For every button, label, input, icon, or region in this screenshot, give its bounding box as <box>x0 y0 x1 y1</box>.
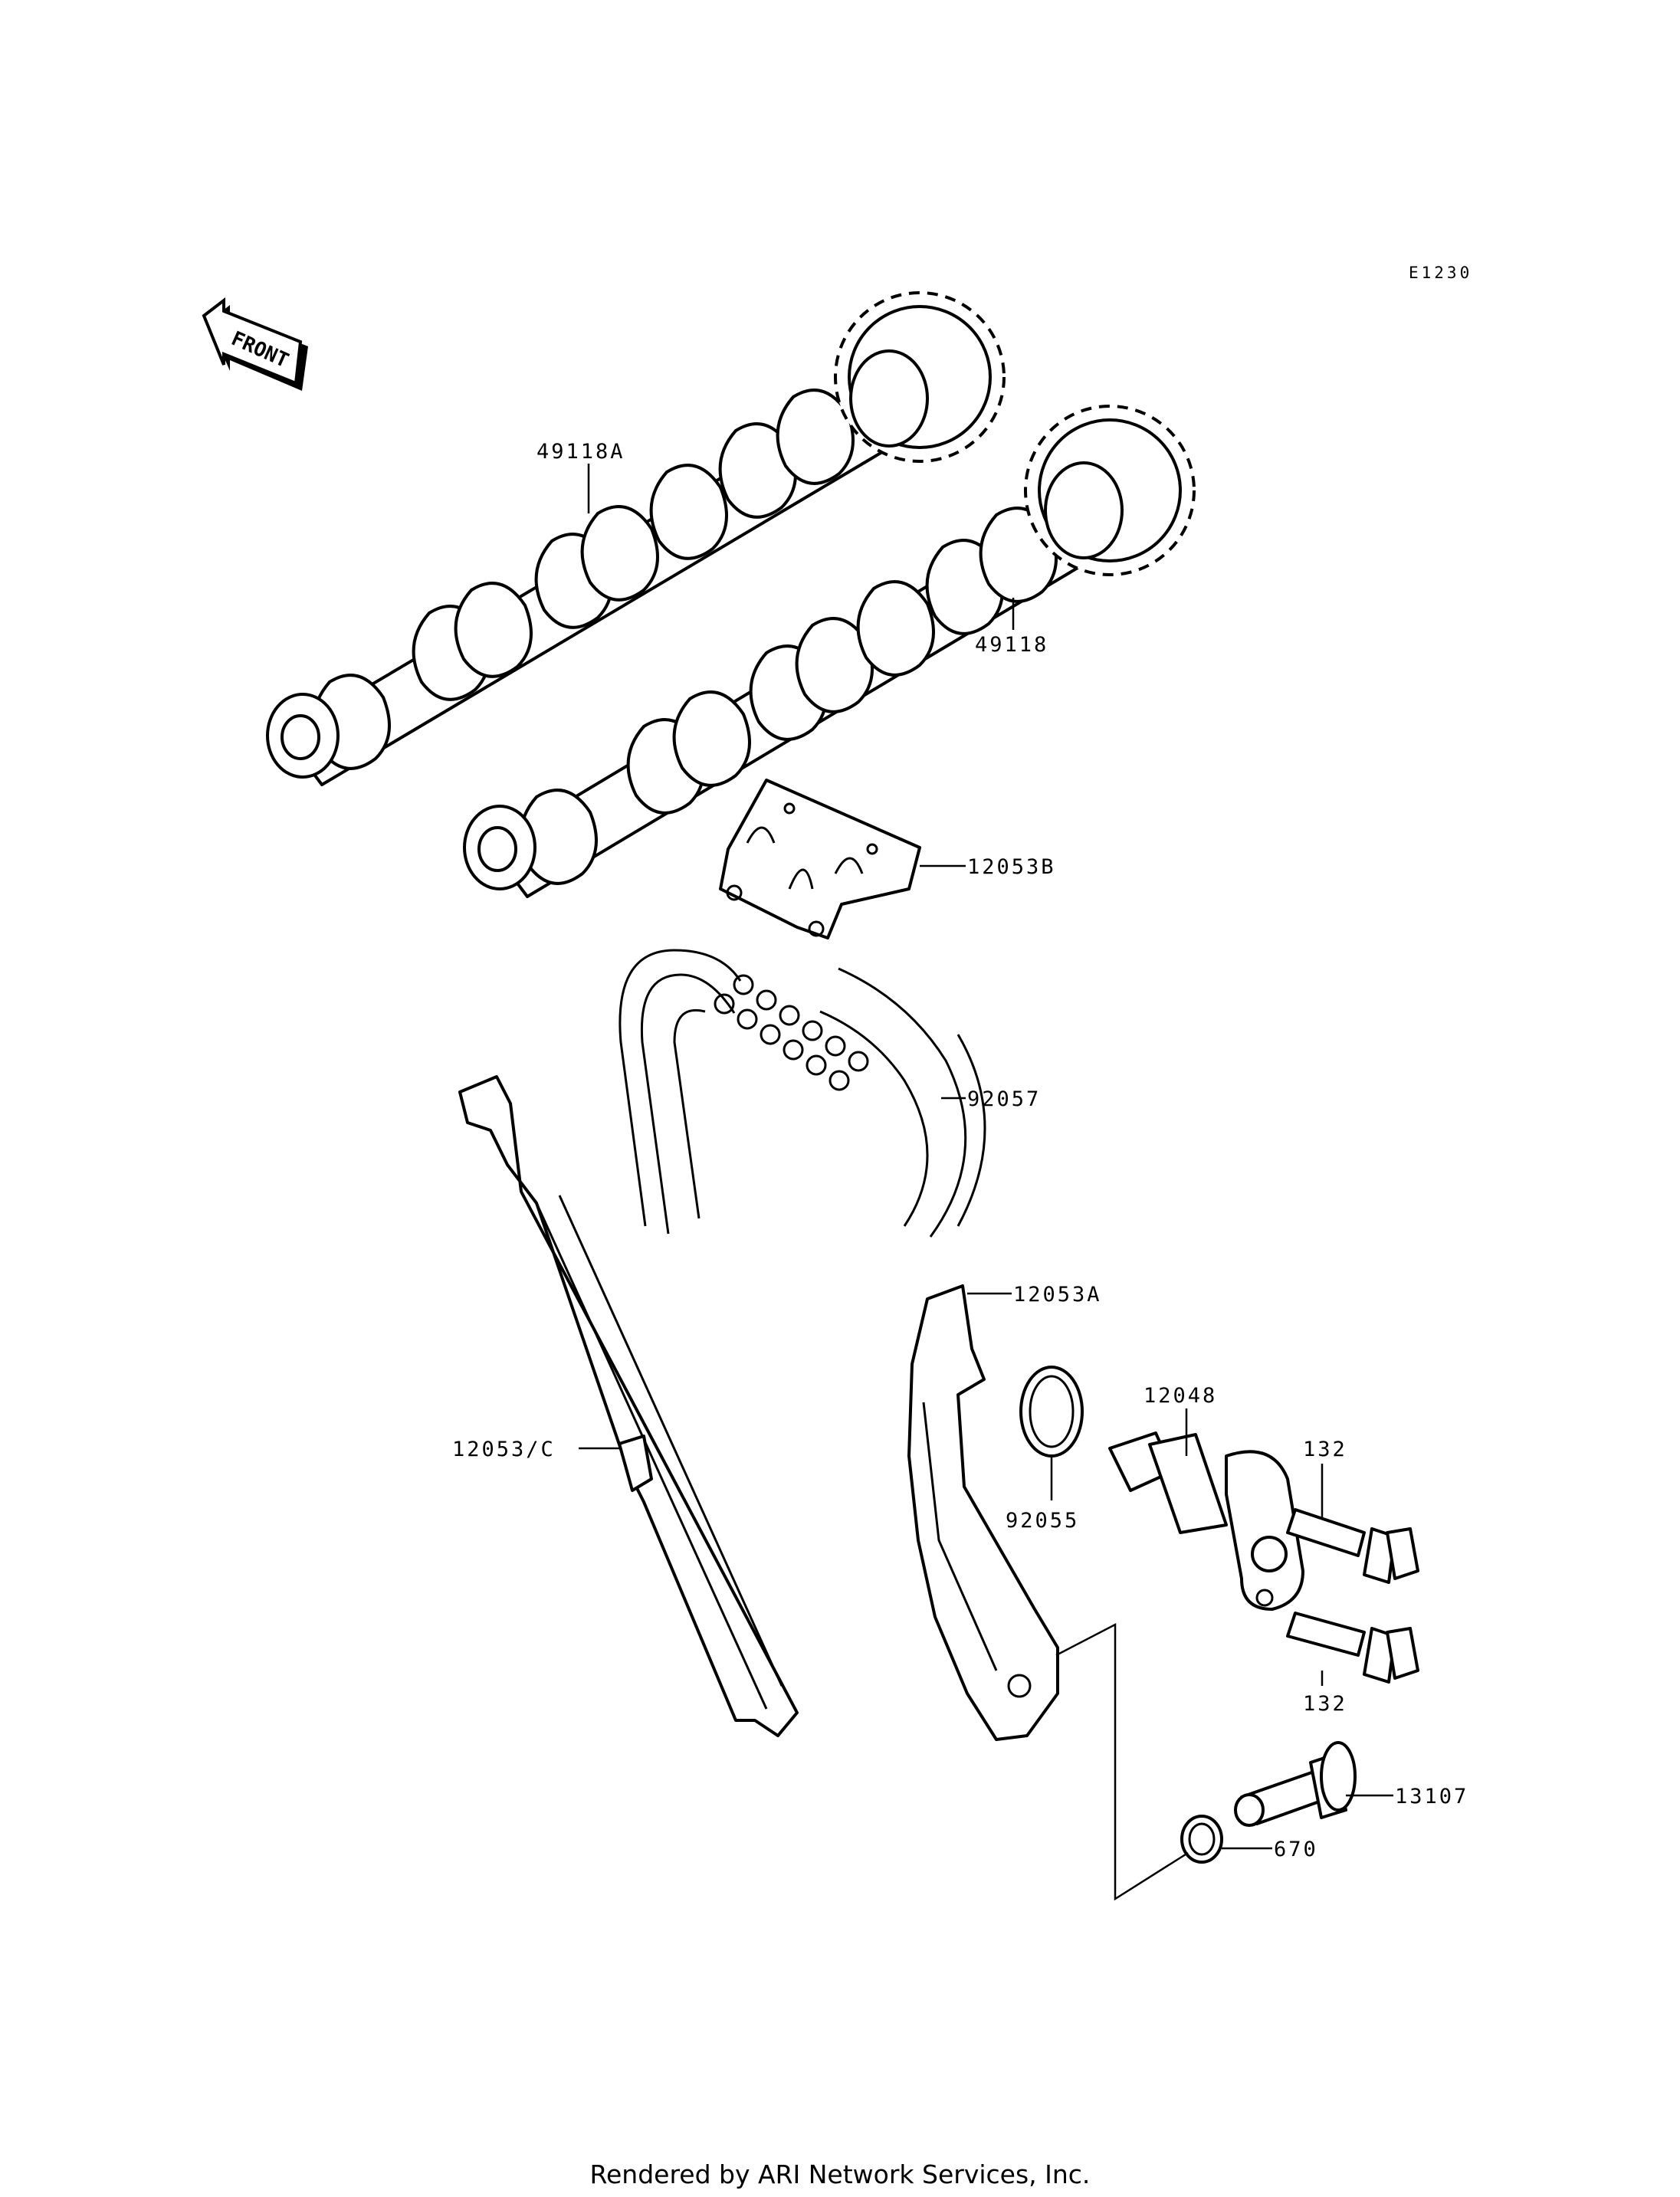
callout-132-lower: 132 <box>1303 1692 1347 1716</box>
callout-132-upper: 132 <box>1303 1438 1347 1461</box>
footer-credit: Rendered by ARI Network Services, Inc. <box>589 2159 1091 2189</box>
diagram-code: E1230 <box>1409 264 1472 282</box>
camshaft-49118a[interactable] <box>266 291 1006 786</box>
callout-92057: 92057 <box>967 1087 1041 1111</box>
callout-12053a: 12053A <box>1013 1283 1102 1307</box>
callout-49118a: 49118A <box>536 440 625 464</box>
chain-guide-12053b[interactable] <box>719 779 921 939</box>
callout-670: 670 <box>1274 1838 1318 1861</box>
camshaft-49118[interactable] <box>463 405 1196 898</box>
chain-tensioner-12048[interactable] <box>1108 1431 1304 1611</box>
cam-chain-92057[interactable] <box>619 949 986 1238</box>
callout-49118: 49118 <box>975 633 1048 657</box>
bolt-132-lower[interactable] <box>1286 1612 1419 1684</box>
cam-lobe <box>312 389 855 770</box>
chain-guide-12053c[interactable] <box>458 1075 799 1737</box>
callout-12053b: 12053B <box>967 855 1056 879</box>
chain-links <box>714 974 869 1091</box>
bolt-132-upper[interactable] <box>1286 1508 1419 1584</box>
callout-13107: 13107 <box>1395 1785 1468 1808</box>
o-ring-670[interactable] <box>1180 1815 1223 1864</box>
cap-bolt-13107[interactable] <box>1234 1741 1357 1827</box>
callout-12053c: 12053/C <box>452 1438 556 1461</box>
leader-lines <box>579 464 1393 1901</box>
tensioner-guide-12053a[interactable] <box>907 1284 1059 1741</box>
front-arrow-icon: FRONT <box>202 297 308 391</box>
callout-12048: 12048 <box>1144 1384 1217 1408</box>
callout-92055: 92055 <box>1006 1509 1079 1533</box>
